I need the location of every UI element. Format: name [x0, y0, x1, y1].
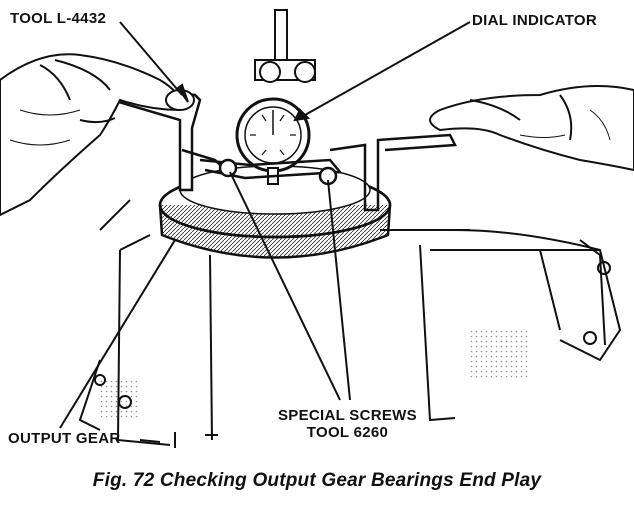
- leader-dial: [304, 21, 471, 116]
- right-hand: [429, 85, 634, 172]
- leader-tool-l-arrowhead: [176, 83, 189, 103]
- tool-l-4432-label: TOOL L-4432: [10, 10, 107, 27]
- leader-screw-1: [229, 171, 341, 401]
- special-screws-label: SPECIAL SCREWS TOOL 6260: [278, 407, 417, 441]
- leader-tool-l: [119, 21, 183, 96]
- dial-indicator: [235, 9, 316, 185]
- output-gear-label: OUTPUT GEAR: [8, 430, 121, 447]
- figure-caption: Fig. 72 Checking Output Gear Bearings En…: [92, 470, 542, 491]
- leader-output-gear: [59, 239, 176, 429]
- leader-screw-2: [327, 179, 351, 401]
- dial-indicator-label: DIAL INDICATOR: [472, 12, 598, 29]
- leader-dial-arrowhead: [293, 108, 311, 122]
- leader-lines: [59, 21, 471, 429]
- left-hand: [0, 53, 195, 217]
- special-screws-line-1: SPECIAL SCREWS: [278, 407, 417, 424]
- special-screws-line-2: TOOL 6260: [306, 424, 389, 441]
- transmission-case: [78, 199, 622, 448]
